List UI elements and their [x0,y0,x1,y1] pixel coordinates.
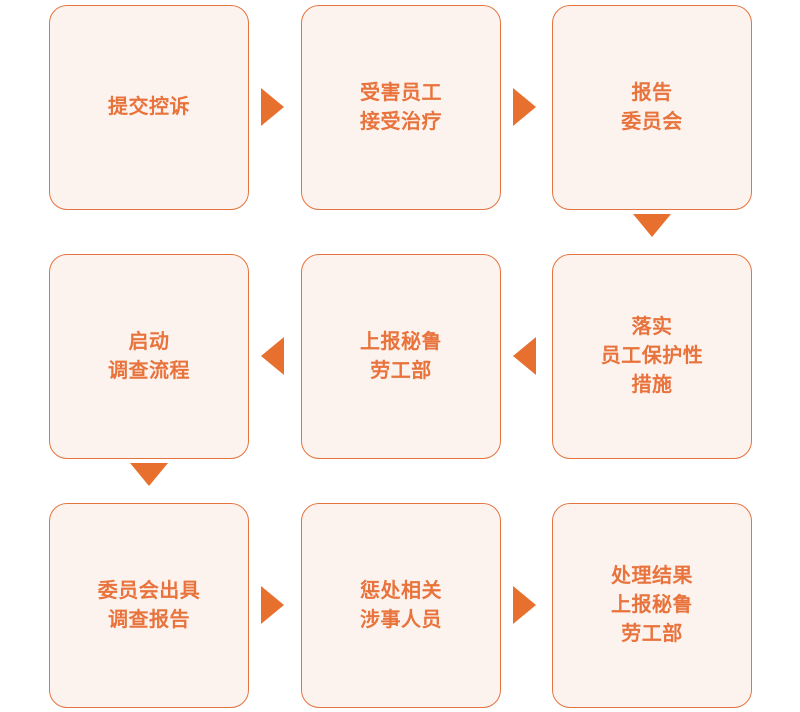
arrow-left-icon-1 [261,337,284,375]
flow-node-label: 上报秘鲁 劳工部 [360,330,442,382]
flow-node-label: 处理结果 上报秘鲁 劳工部 [611,565,693,645]
arrow-right-icon-1 [261,88,284,126]
arrow-left-icon-2 [513,337,536,375]
flow-node-label: 启动 调查流程 [108,330,190,382]
flow-node-start-investigation[interactable]: 启动 调查流程 [49,254,249,459]
flow-node-label: 提交控诉 [108,96,190,118]
flow-node-victim-treatment[interactable]: 受害员工 接受治疗 [301,5,501,210]
flow-node-label: 落实 员工保护性 措施 [600,316,704,396]
flow-node-protective-measures[interactable]: 落实 员工保护性 措施 [552,254,752,459]
flow-node-label: 受害员工 接受治疗 [360,81,442,133]
flow-node-committee-report[interactable]: 委员会出具 调查报告 [49,503,249,708]
arrow-right-icon-4 [513,586,536,624]
flow-node-report-labor-ministry[interactable]: 上报秘鲁 劳工部 [301,254,501,459]
arrow-down-icon-1 [633,214,671,237]
arrow-right-icon-3 [261,586,284,624]
arrow-right-icon-2 [513,88,536,126]
arrow-down-icon-2 [130,463,168,486]
flow-node-submit-complaint[interactable]: 提交控诉 [49,5,249,210]
flow-node-label: 报告 委员会 [621,81,683,133]
flow-node-punish-involved[interactable]: 惩处相关 涉事人员 [301,503,501,708]
flow-node-label: 惩处相关 涉事人员 [360,579,442,631]
flow-node-report-committee[interactable]: 报告 委员会 [552,5,752,210]
flow-node-label: 委员会出具 调查报告 [97,579,201,631]
flow-node-result-to-labor-ministry[interactable]: 处理结果 上报秘鲁 劳工部 [552,503,752,708]
